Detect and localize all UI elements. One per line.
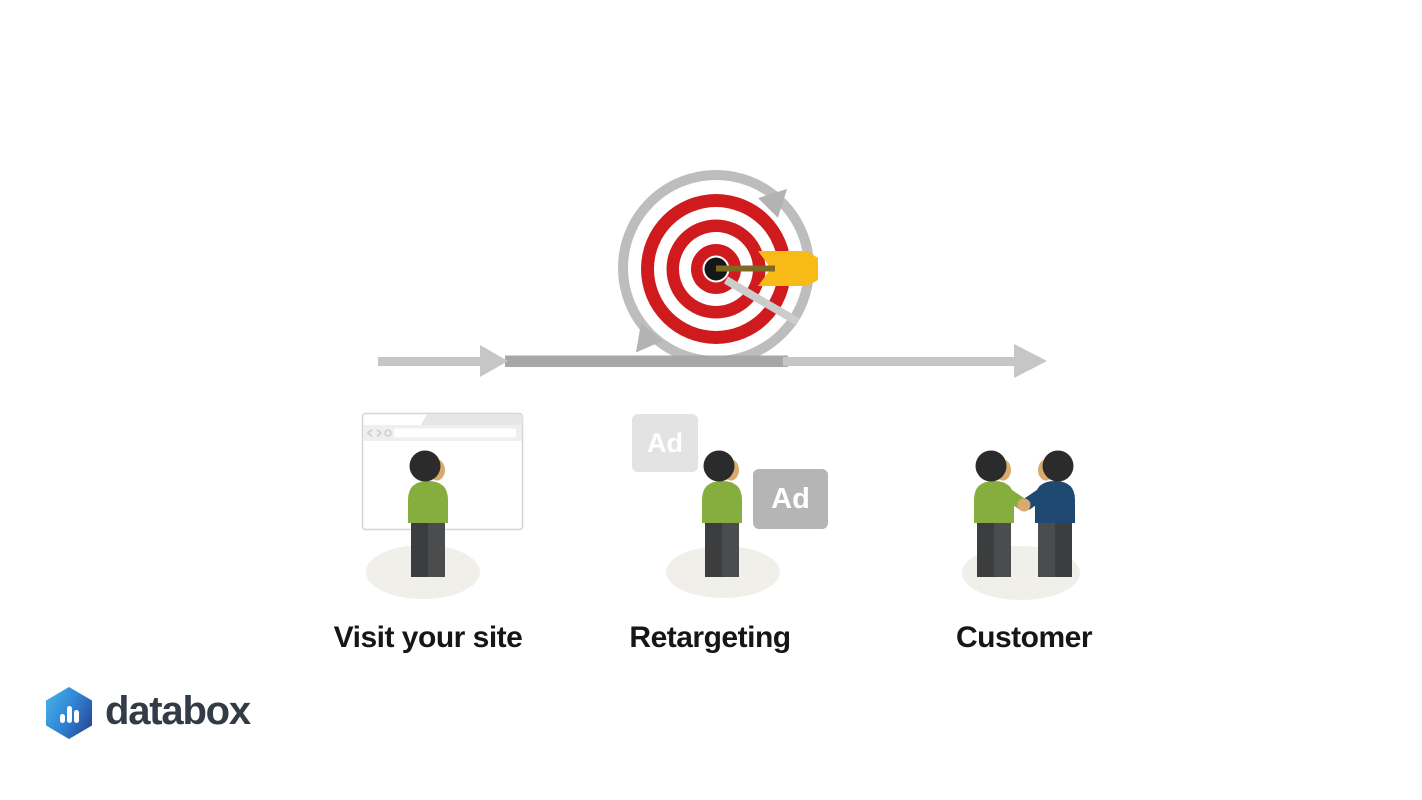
timeline-arrow-icon <box>378 344 1047 378</box>
ad-badge-light: Ad <box>632 414 698 472</box>
databox-logo: databox <box>46 687 251 739</box>
databox-hexagon-chart-icon <box>46 687 92 739</box>
handshake-hands <box>1017 498 1031 512</box>
browser-window-icon <box>361 412 524 531</box>
handshake-customers-icon <box>974 450 1075 577</box>
browser-nav-icons <box>366 428 392 438</box>
person-figure-seller <box>974 450 1028 577</box>
step-label-retargeting: Retargeting <box>629 621 791 654</box>
back-icon <box>366 428 373 438</box>
person-figure-visitor <box>408 450 448 577</box>
refresh-icon <box>384 429 392 437</box>
step-label-customer: Customer <box>955 621 1093 654</box>
ad-badge-dark: Ad <box>753 469 828 529</box>
logo-bar-icon <box>67 706 72 723</box>
dart-arrow-icon <box>716 251 818 326</box>
address-bar <box>394 428 516 438</box>
ad-badge-label: Ad <box>647 427 683 458</box>
step-label-visit-your-site: Visit your site <box>333 621 523 654</box>
databox-wordmark: databox <box>105 689 251 733</box>
ad-badge-label: Ad <box>771 482 810 515</box>
forward-icon <box>376 428 383 438</box>
logo-bar-icon <box>60 714 65 723</box>
logo-bar-icon <box>74 710 79 723</box>
person-figure-customer <box>1021 450 1075 577</box>
person-figure-retargeted <box>702 450 742 577</box>
